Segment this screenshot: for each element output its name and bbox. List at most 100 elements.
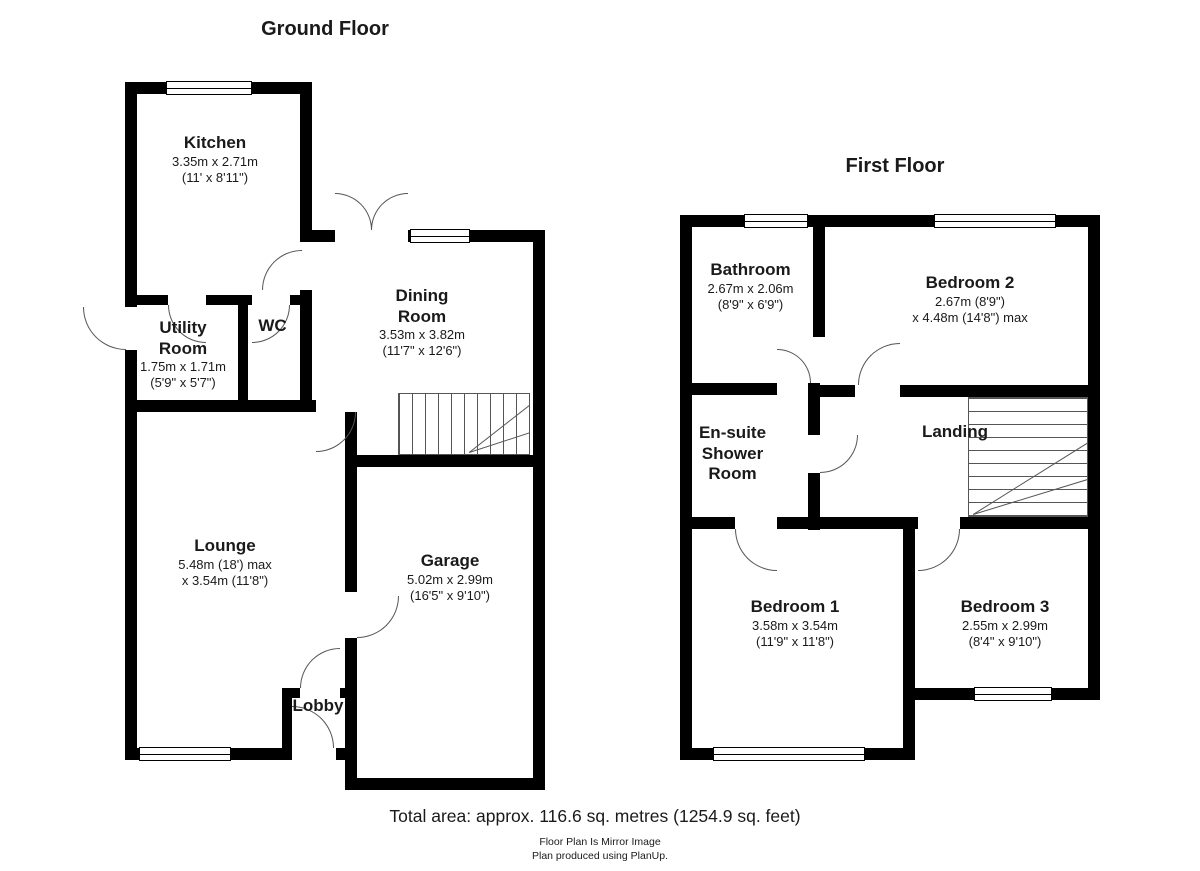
window bbox=[139, 747, 231, 761]
room-name: Bedroom 1 bbox=[750, 597, 840, 616]
room-name: Kitchen bbox=[183, 133, 247, 152]
room-name: Lobby bbox=[292, 696, 344, 715]
wall bbox=[680, 383, 777, 395]
wall bbox=[206, 295, 252, 305]
door-arc bbox=[735, 529, 777, 571]
room-label-kitchen: Kitchen 3.35m x 2.71m (11' x 8'11") bbox=[135, 133, 295, 185]
wall bbox=[777, 517, 918, 529]
window bbox=[744, 214, 808, 228]
room-dimensions: 2.67m (8'9") bbox=[935, 293, 1005, 309]
mirror-image-note: Floor Plan Is Mirror Image bbox=[539, 836, 661, 848]
wall bbox=[533, 230, 545, 790]
wall bbox=[238, 295, 248, 412]
wall bbox=[125, 295, 168, 305]
room-dimensions: (11'7" x 12'6") bbox=[382, 343, 462, 359]
wall bbox=[680, 517, 735, 529]
door-arc bbox=[918, 529, 960, 571]
room-name: Utility Room bbox=[158, 318, 208, 358]
room-label-utility: Utility Room 1.75m x 1.71m (5'9" x 5'7") bbox=[128, 318, 238, 391]
wall bbox=[808, 473, 820, 530]
room-label-ensuite: En-suite Shower Room bbox=[685, 423, 780, 485]
wall bbox=[312, 230, 335, 242]
wall bbox=[300, 82, 312, 242]
door-arc bbox=[300, 648, 340, 688]
room-label-bathroom: Bathroom 2.67m x 2.06m (8'9" x 6'9") bbox=[688, 260, 813, 312]
door-arc bbox=[777, 349, 811, 383]
window bbox=[974, 687, 1052, 701]
room-dimensions: 1.75m x 1.71m bbox=[140, 359, 226, 375]
wall bbox=[282, 688, 292, 748]
wall bbox=[813, 215, 825, 337]
stair-tread-diagonal bbox=[469, 431, 529, 453]
room-dimensions: 2.55m x 2.99m bbox=[962, 617, 1048, 633]
wall bbox=[282, 688, 300, 698]
room-label-wc: WC bbox=[250, 316, 295, 337]
room-dimensions: (11' x 8'11") bbox=[181, 169, 249, 185]
room-label-bedroom2: Bedroom 2 2.67m (8'9") x 4.48m (14'8") m… bbox=[880, 273, 1060, 325]
room-name: Bedroom 2 bbox=[925, 273, 1015, 292]
staircase-first bbox=[968, 397, 1088, 517]
room-name: Garage bbox=[420, 551, 480, 570]
window bbox=[410, 229, 470, 243]
wall bbox=[125, 82, 137, 307]
wall bbox=[125, 400, 316, 412]
wall bbox=[336, 748, 355, 760]
stair-tread-diagonal bbox=[973, 478, 1087, 515]
room-name: En-suite Shower Room bbox=[698, 423, 767, 484]
wall bbox=[1088, 215, 1100, 700]
room-dimensions: 2.67m x 2.06m bbox=[707, 280, 794, 296]
wall bbox=[903, 517, 915, 760]
ground-floor-title: Ground Floor bbox=[261, 18, 389, 40]
room-dimensions: 3.35m x 2.71m bbox=[172, 153, 258, 169]
room-dimensions: (16'5" x 9'10") bbox=[410, 587, 490, 603]
room-dimensions: x 3.54m (11'8") bbox=[181, 572, 269, 588]
door-arc bbox=[858, 343, 900, 385]
wall bbox=[680, 215, 692, 760]
room-name: Lounge bbox=[194, 536, 256, 555]
room-label-bedroom3: Bedroom 3 2.55m x 2.99m (8'4" x 9'10") bbox=[925, 597, 1085, 649]
wall bbox=[300, 290, 312, 412]
room-label-dining: Dining Room 3.53m x 3.82m (11'7" x 12'6"… bbox=[352, 286, 492, 359]
wall bbox=[960, 517, 1088, 529]
door-arc bbox=[262, 250, 302, 290]
room-name: Bathroom bbox=[710, 260, 791, 279]
stair-tread-diagonal bbox=[469, 403, 529, 453]
wall bbox=[900, 385, 1088, 397]
room-name: Dining Room bbox=[395, 286, 449, 326]
room-name: Bedroom 3 bbox=[960, 597, 1050, 616]
room-dimensions: (8'9" x 6'9") bbox=[717, 296, 784, 312]
room-dimensions: x 4.48m (14'8") max bbox=[912, 309, 1028, 325]
door-arc bbox=[335, 193, 372, 230]
room-name: WC bbox=[258, 316, 287, 335]
room-label-bedroom1: Bedroom 1 3.58m x 3.54m (11'9" x 11'8") bbox=[710, 597, 880, 649]
wall bbox=[345, 412, 357, 592]
first-floor-title: First Floor bbox=[845, 155, 945, 177]
window bbox=[166, 81, 252, 95]
wall bbox=[345, 778, 545, 790]
wall bbox=[345, 455, 545, 467]
window bbox=[713, 747, 865, 761]
room-dimensions: (11'9" x 11'8") bbox=[755, 633, 835, 649]
room-dimensions: 5.02m x 2.99m bbox=[407, 571, 493, 587]
room-dimensions: 3.53m x 3.82m bbox=[379, 327, 465, 343]
door-arc bbox=[371, 193, 408, 230]
stair-tread-diagonal bbox=[973, 440, 1087, 515]
door-arc bbox=[820, 435, 858, 473]
room-dimensions: (8'4" x 9'10") bbox=[968, 633, 1042, 649]
room-dimensions: 5.48m (18') max bbox=[178, 556, 272, 572]
room-dimensions: 3.58m x 3.54m bbox=[752, 617, 838, 633]
staircase-ground bbox=[398, 393, 530, 455]
room-label-garage: Garage 5.02m x 2.99m (16'5" x 9'10") bbox=[370, 551, 530, 603]
wall bbox=[808, 385, 855, 397]
wall bbox=[340, 688, 345, 698]
door-arc bbox=[83, 307, 126, 350]
room-label-lobby: Lobby bbox=[283, 696, 353, 717]
room-label-landing: Landing bbox=[905, 422, 1005, 443]
room-dimensions: (5'9" x 5'7") bbox=[150, 375, 216, 391]
room-name: Landing bbox=[921, 422, 989, 441]
wall bbox=[125, 350, 137, 760]
window bbox=[934, 214, 1056, 228]
total-area-text: Total area: approx. 116.6 sq. metres (12… bbox=[389, 806, 801, 826]
planup-credit-note: Plan produced using PlanUp. bbox=[531, 850, 668, 862]
